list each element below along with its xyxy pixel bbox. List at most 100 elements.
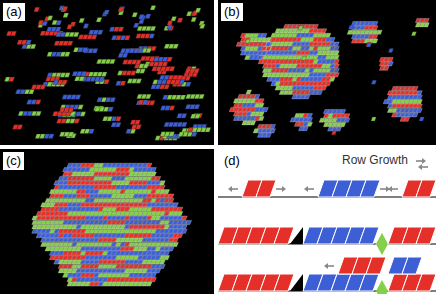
tile — [42, 21, 48, 26]
tile — [142, 100, 148, 105]
tile — [257, 55, 263, 59]
tile — [270, 129, 276, 133]
tile — [419, 117, 424, 121]
panel-label: (c) — [3, 152, 24, 170]
tile — [384, 66, 390, 70]
tile — [68, 108, 74, 113]
tile — [162, 62, 168, 67]
tile — [136, 125, 142, 130]
tile — [81, 72, 87, 77]
tile — [304, 186, 308, 192]
row-line — [276, 188, 283, 190]
tile — [173, 44, 179, 49]
tile — [303, 127, 309, 131]
tile — [52, 20, 58, 25]
tile — [29, 89, 35, 94]
tile — [298, 26, 303, 30]
tile — [371, 80, 376, 84]
tiles-b — [229, 18, 429, 137]
tile — [173, 203, 179, 207]
tile — [194, 104, 200, 109]
panel-label: (a) — [3, 3, 25, 21]
tile — [266, 42, 272, 46]
tile — [195, 8, 201, 12]
tile — [47, 16, 53, 20]
tile — [186, 220, 192, 224]
tile — [167, 21, 173, 26]
row-line — [421, 166, 428, 168]
tile — [122, 53, 128, 58]
tile — [411, 32, 416, 36]
tile — [181, 225, 187, 229]
tile — [307, 122, 313, 126]
tile — [402, 257, 422, 274]
tile — [164, 256, 170, 260]
tile — [376, 233, 388, 255]
tile — [334, 42, 340, 46]
tile — [388, 48, 393, 52]
tile — [254, 94, 260, 98]
tile — [150, 26, 156, 31]
tile — [110, 97, 116, 102]
tile — [334, 73, 340, 77]
tile — [199, 94, 205, 99]
tile — [256, 180, 276, 197]
panel-ground — [0, 149, 214, 294]
tile — [155, 269, 161, 273]
tile — [34, 7, 40, 12]
tile — [417, 100, 423, 104]
tile — [263, 108, 269, 112]
tile — [424, 18, 430, 22]
tile — [334, 64, 340, 68]
tile — [376, 233, 388, 255]
tile — [259, 103, 265, 107]
tile — [40, 85, 46, 90]
tile — [83, 24, 89, 29]
tile — [168, 198, 174, 202]
tile — [177, 18, 183, 23]
tile — [200, 24, 206, 29]
tile — [177, 212, 183, 216]
tile — [169, 132, 175, 137]
tile — [78, 105, 84, 110]
tile — [62, 7, 68, 12]
tile — [89, 129, 95, 134]
tile — [79, 77, 85, 82]
tile — [96, 17, 102, 22]
row-line — [231, 188, 238, 190]
tile — [245, 39, 250, 43]
tiles-a — [4, 5, 211, 140]
tile — [164, 84, 170, 89]
tile — [416, 274, 436, 291]
tile — [118, 27, 124, 32]
tile — [177, 234, 183, 238]
tile — [159, 185, 165, 189]
tile — [290, 274, 303, 291]
tile — [62, 80, 68, 85]
tile — [97, 30, 103, 34]
tile — [73, 32, 79, 37]
tile — [307, 113, 313, 117]
tile — [185, 76, 191, 81]
tile — [180, 95, 186, 100]
tile — [130, 71, 136, 76]
tile — [413, 113, 419, 117]
tile — [146, 94, 152, 99]
tile — [48, 134, 54, 139]
tile — [143, 64, 149, 69]
tile — [104, 79, 110, 84]
tile — [313, 24, 319, 28]
tile — [149, 34, 155, 39]
tile — [171, 17, 177, 22]
panel-ground — [218, 0, 436, 145]
tile — [348, 25, 353, 29]
tile — [55, 27, 61, 32]
tile — [274, 227, 294, 244]
panel-label: (d) — [221, 152, 243, 170]
tile — [372, 26, 378, 30]
tile — [261, 51, 267, 55]
tile — [177, 75, 183, 80]
tile — [181, 216, 187, 220]
tile — [205, 128, 211, 133]
tile — [336, 127, 342, 131]
